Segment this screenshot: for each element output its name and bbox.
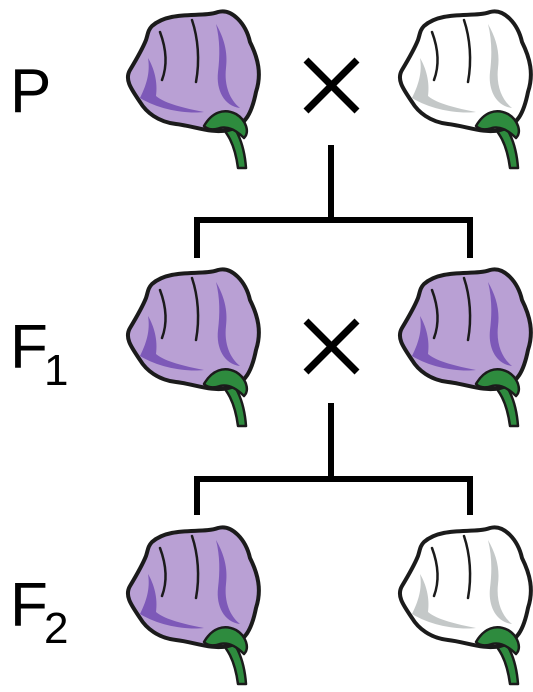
generation-label-f2: F bbox=[10, 571, 48, 640]
flower-petals bbox=[125, 525, 261, 650]
generation-label-f1: F bbox=[10, 313, 48, 382]
flower-shading bbox=[216, 24, 240, 108]
generation-subscript-f1: 1 bbox=[44, 346, 68, 395]
flower-petals bbox=[397, 267, 533, 392]
flower-p-right-white bbox=[397, 9, 533, 170]
flower-f2-left-purple bbox=[125, 525, 261, 686]
flower-fold-lines bbox=[430, 18, 472, 84]
flower-petals bbox=[125, 9, 261, 134]
flower-shading bbox=[488, 540, 512, 624]
flower-fold-lines bbox=[430, 276, 472, 342]
flower-shading bbox=[140, 316, 204, 371]
flower-sepal bbox=[474, 626, 520, 656]
generation-label-p: P bbox=[10, 57, 51, 126]
flower-shading bbox=[412, 574, 476, 629]
flower-petals bbox=[125, 267, 261, 392]
cross-icon-f1 bbox=[303, 318, 360, 375]
flower-petals bbox=[397, 525, 533, 650]
generation-labels: P F 1 F 2 bbox=[10, 57, 68, 653]
flower-sepal bbox=[202, 110, 248, 140]
flower-f2-right-white bbox=[397, 525, 533, 686]
flower-shading bbox=[216, 282, 240, 366]
flower-sepal bbox=[474, 110, 520, 140]
flower-petals bbox=[397, 9, 533, 134]
flower-p-left-purple bbox=[125, 9, 261, 170]
flower-sepal bbox=[202, 626, 248, 656]
flower-shading bbox=[140, 574, 204, 629]
flower-shading bbox=[488, 282, 512, 366]
cross-symbols bbox=[303, 57, 360, 375]
flower-shading bbox=[412, 58, 476, 113]
flower-sepal bbox=[202, 368, 248, 398]
flower-shading bbox=[140, 58, 204, 113]
cross-icon-p bbox=[303, 57, 360, 114]
flower-shading bbox=[488, 24, 512, 108]
flower-fold-lines bbox=[158, 534, 200, 600]
flower-fold-lines bbox=[158, 18, 200, 84]
flower-fold-lines bbox=[158, 276, 200, 342]
flowers bbox=[125, 9, 533, 686]
flower-f1-right-purple bbox=[397, 267, 533, 428]
flower-shading bbox=[216, 540, 240, 624]
connector-lines bbox=[194, 145, 473, 515]
flower-shading bbox=[412, 316, 476, 371]
flower-f1-left-purple bbox=[125, 267, 261, 428]
flower-sepal bbox=[474, 368, 520, 398]
generation-subscript-f2: 2 bbox=[44, 604, 68, 653]
flower-fold-lines bbox=[430, 534, 472, 600]
